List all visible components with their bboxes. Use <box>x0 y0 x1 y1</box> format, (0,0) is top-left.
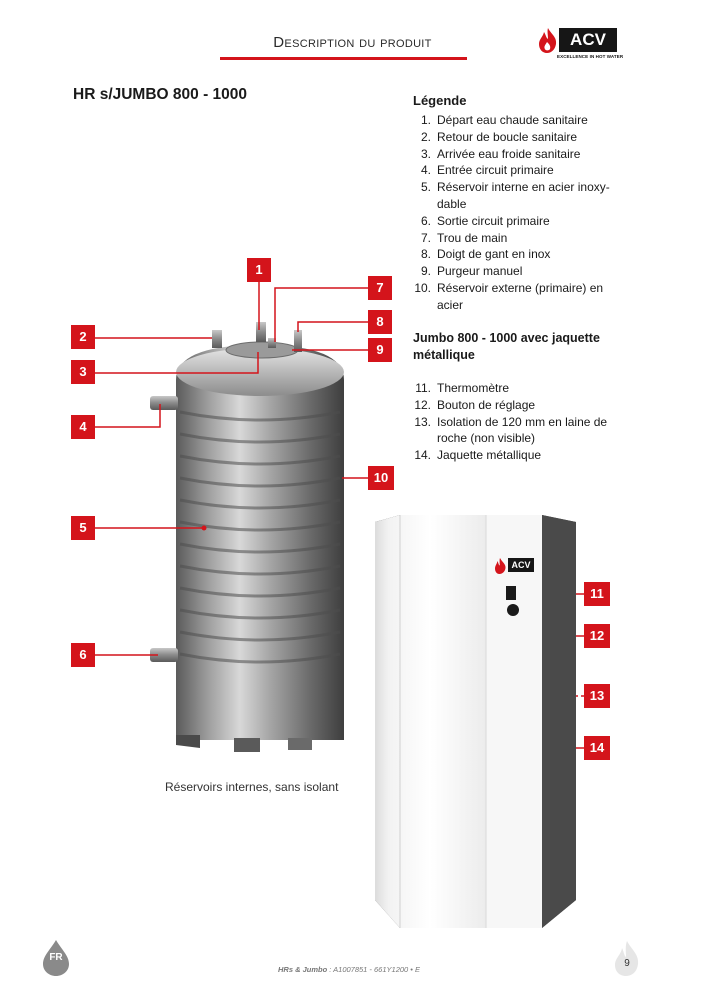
list-item: 3. Arrivée eau froide sanitaire <box>413 146 637 163</box>
legend-list: 1. Départ eau chaude sanitaire 2. Retour d… <box>413 112 637 314</box>
list-item: 5. Réservoir interne en acier inoxy-dable <box>413 179 622 213</box>
coil-rings <box>179 410 341 664</box>
callout-3: 3 <box>71 360 95 384</box>
callout-5: 5 <box>71 516 95 540</box>
acv-logo: ACV EXCELLENCE IN HOT WATER <box>537 26 623 66</box>
item-number: 10. <box>414 280 431 295</box>
thermometer <box>506 586 516 600</box>
list-item: 8. Doigt de gant en inox <box>413 246 637 263</box>
callout-12: 12 <box>584 624 610 648</box>
jacket-logo <box>495 558 534 574</box>
hot-water-fitting <box>256 322 266 342</box>
item-number: 7. <box>420 230 431 245</box>
tank-caption: Réservoirs internes, sans isolant <box>165 780 339 794</box>
section-title: HR s/JUMBO 800 - 1000 <box>73 86 248 103</box>
item-text: Réservoir externe (primaire) en acier <box>437 280 604 312</box>
item-number: 8. <box>420 247 431 262</box>
item-number: 5. <box>420 180 431 195</box>
item-text: Doigt de gant en inox <box>437 247 551 262</box>
list-item: 11. Thermomètre <box>413 380 637 397</box>
footer-doc-name: HRs & Jumbo <box>278 965 328 974</box>
list-item: 9. Purgeur manuel <box>413 263 637 280</box>
tank-skirt <box>176 680 344 752</box>
callout-9: 9 <box>368 338 392 362</box>
flame-outline-icon <box>615 941 639 976</box>
callout-dot <box>201 525 207 531</box>
control-knob <box>507 604 519 616</box>
list-item: 13. Isolation de 120 mm en laine de roche… <box>413 414 637 448</box>
jumbo-subtitle: Jumbo 800 - 1000 avec jaquette métalliqu… <box>413 331 600 362</box>
item-text: Sortie circuit primaire <box>437 213 550 228</box>
item-number: 6. <box>420 213 431 228</box>
drop-icon <box>43 940 69 976</box>
primary-outlet-pipe <box>150 648 178 662</box>
jumbo-legend-list: 11. Thermomètre 12. Bouton de réglage 13. I… <box>413 380 637 464</box>
item-number: 12. <box>414 397 431 412</box>
item-number: 4. <box>420 163 431 178</box>
callout-7: 7 <box>368 276 392 300</box>
logo-wordmark: ACV <box>559 28 617 52</box>
jumbo-jacket <box>375 515 576 928</box>
footer-doc-ref: HRs & Jumbo : A1007851 - 661Y1200 • E <box>278 965 420 974</box>
list-item: 7. Trou de main <box>413 230 637 247</box>
page-header-title: Description du produit <box>273 34 432 51</box>
item-text: Bouton de réglage <box>437 397 536 412</box>
list-item: 4. Entrée circuit primaire <box>413 162 637 179</box>
item-text: Départ eau chaude sanitaire <box>437 113 588 127</box>
item-text: Jaquette métallique <box>437 448 542 463</box>
list-item: 14. Jaquette métallique <box>413 447 637 464</box>
callout-13: 13 <box>584 684 610 708</box>
page-number: 9 <box>624 958 630 969</box>
callout-10: 10 <box>368 466 394 490</box>
callout-14: 14 <box>584 736 610 760</box>
header-rule <box>220 57 467 60</box>
callout-6: 6 <box>71 643 95 667</box>
footer-doc-code: : A1007851 - 661Y1200 • E <box>327 965 421 974</box>
item-text: Retour de boucle sanitaire <box>437 129 578 144</box>
primary-inlet-pipe <box>150 396 178 410</box>
list-item: 1. Départ eau chaude sanitaire <box>413 112 637 129</box>
flame-icon <box>539 28 557 53</box>
list-item: 10. Réservoir externe (primaire) en acier <box>413 280 622 314</box>
jacket-logo-text: ACV <box>511 560 531 570</box>
item-number: 14. <box>414 448 431 463</box>
cold-water-fitting <box>268 338 276 348</box>
tank-body <box>176 341 344 740</box>
callout-1: 1 <box>247 258 271 282</box>
callout-11: 11 <box>584 582 610 606</box>
return-fitting <box>212 330 222 348</box>
item-text: Arrivée eau froide sanitaire <box>437 146 581 161</box>
item-number: 9. <box>420 264 431 279</box>
legend-title: Légende <box>413 93 467 108</box>
list-item: 12. Bouton de réglage <box>413 397 637 414</box>
callout-4: 4 <box>71 415 95 439</box>
flame-icon <box>495 558 506 574</box>
callout-8: 8 <box>368 310 392 334</box>
item-text: Thermomètre <box>437 381 510 395</box>
item-number: 2. <box>420 129 431 144</box>
thermowell-fitting <box>294 330 302 352</box>
item-text: Isolation de 120 mm en laine de roche (n… <box>437 414 608 446</box>
logo-tagline: EXCELLENCE IN HOT WATER <box>557 54 624 59</box>
item-number: 11. <box>415 381 431 395</box>
item-text: Purgeur manuel <box>437 264 523 279</box>
list-item: 2. Retour de boucle sanitaire <box>413 129 637 146</box>
list-item: 6. Sortie circuit primaire <box>413 213 637 230</box>
language-label: FR <box>49 952 63 963</box>
callout-2: 2 <box>71 325 95 349</box>
item-text: Entrée circuit primaire <box>437 163 554 178</box>
item-text: Réservoir interne en acier inoxy-dable <box>437 180 610 211</box>
item-number: 1. <box>420 113 431 127</box>
item-text: Trou de main <box>437 230 508 245</box>
item-number: 13. <box>414 414 431 429</box>
item-number: 3. <box>420 146 431 161</box>
